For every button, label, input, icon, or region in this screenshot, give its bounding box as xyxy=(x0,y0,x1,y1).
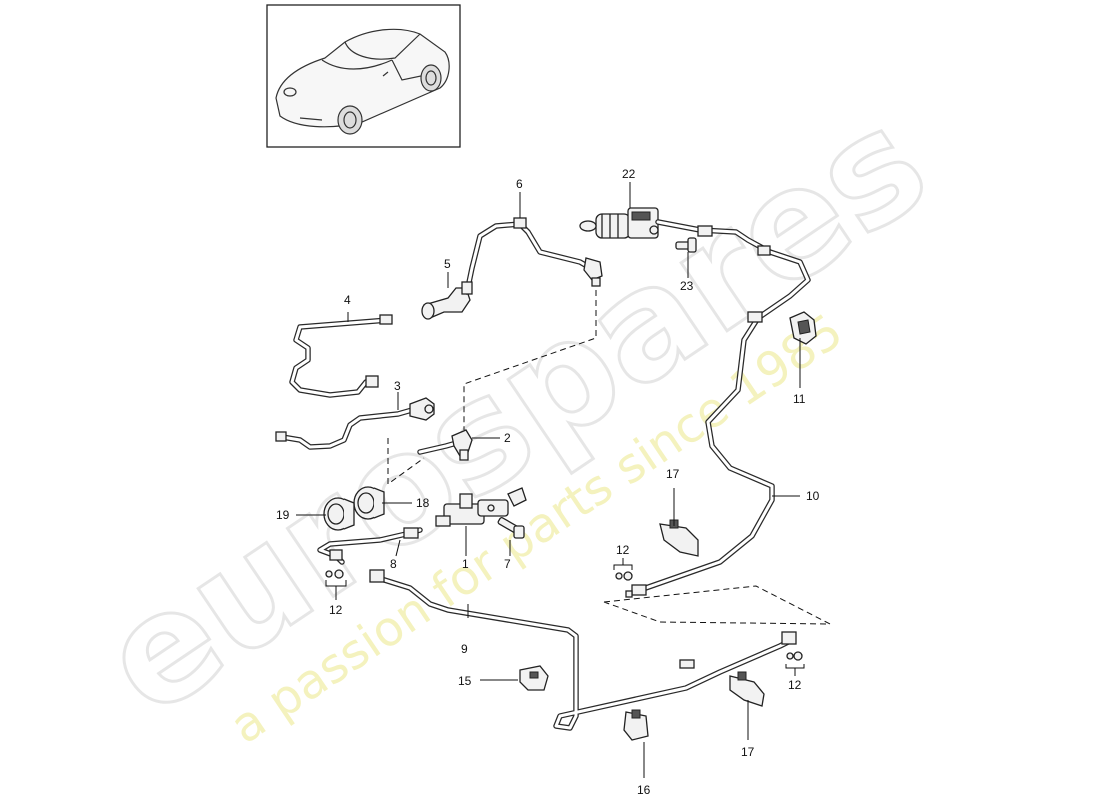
callout-7[interactable]: 7 xyxy=(504,557,511,571)
callout-6[interactable]: 6 xyxy=(516,177,523,191)
callout-labels: 6 22 23 5 4 3 2 11 10 18 19 1 7 8 12 12 … xyxy=(276,167,820,797)
callout-17-upper[interactable]: 17 xyxy=(666,467,680,481)
callout-22[interactable]: 22 xyxy=(622,167,636,181)
part-10-hydraulic-line[interactable] xyxy=(625,219,811,598)
part-4-hydraulic-line[interactable] xyxy=(289,314,393,398)
callout-5[interactable]: 5 xyxy=(444,257,451,271)
part-17-clip-lower[interactable] xyxy=(729,671,765,707)
callout-8[interactable]: 8 xyxy=(390,557,397,571)
part-3-hydraulic-line[interactable] xyxy=(275,397,435,450)
part-12-clip-set-a[interactable] xyxy=(325,569,344,579)
callout-11[interactable]: 11 xyxy=(793,392,806,406)
callout-12-right[interactable]: 12 xyxy=(788,678,802,692)
part-18-seal[interactable] xyxy=(353,486,385,520)
car-thumbnail xyxy=(266,4,461,148)
connection-dashed-lines xyxy=(387,290,831,625)
callout-16[interactable]: 16 xyxy=(637,783,651,797)
callout-2[interactable]: 2 xyxy=(504,431,511,445)
part-1-master-unit[interactable] xyxy=(435,487,527,527)
part-12-clip-set-b[interactable] xyxy=(615,571,633,581)
leader-lines xyxy=(296,182,805,778)
part-2-fitting[interactable] xyxy=(417,429,473,461)
callout-15[interactable]: 15 xyxy=(458,674,472,688)
callout-18[interactable]: 18 xyxy=(416,496,430,510)
callout-23[interactable]: 23 xyxy=(680,279,694,293)
watermark: eurospares a passion for parts since 198… xyxy=(71,74,958,755)
part-6-hydraulic-line[interactable] xyxy=(461,217,603,295)
callout-12-middle[interactable]: 12 xyxy=(616,543,630,557)
callout-9[interactable]: 9 xyxy=(461,642,468,656)
callout-1[interactable]: 1 xyxy=(462,557,469,571)
watermark-brand: eurospares xyxy=(73,75,957,750)
part-17-clip-upper[interactable] xyxy=(659,519,699,557)
part-15-clip[interactable] xyxy=(519,665,549,691)
car-icon xyxy=(275,28,450,135)
part-11-bracket[interactable] xyxy=(789,311,817,345)
callout-10[interactable]: 10 xyxy=(806,489,820,503)
part-16-clip[interactable] xyxy=(623,709,649,741)
part-9-hydraulic-line[interactable] xyxy=(369,569,797,731)
callout-4[interactable]: 4 xyxy=(344,293,351,307)
part-23-bolt[interactable] xyxy=(675,237,697,253)
callout-17-lower[interactable]: 17 xyxy=(741,745,755,759)
part-22-cylinder[interactable] xyxy=(579,207,659,239)
part-8-hydraulic-line[interactable] xyxy=(317,527,423,565)
part-5-connector[interactable] xyxy=(421,287,471,320)
callout-3[interactable]: 3 xyxy=(394,379,401,393)
part-12-clip-set-c[interactable] xyxy=(786,651,803,661)
part-7-bolt[interactable] xyxy=(497,516,525,539)
callout-19[interactable]: 19 xyxy=(276,508,290,522)
part-19-seal[interactable] xyxy=(323,497,355,531)
callout-12-left[interactable]: 12 xyxy=(329,603,343,617)
